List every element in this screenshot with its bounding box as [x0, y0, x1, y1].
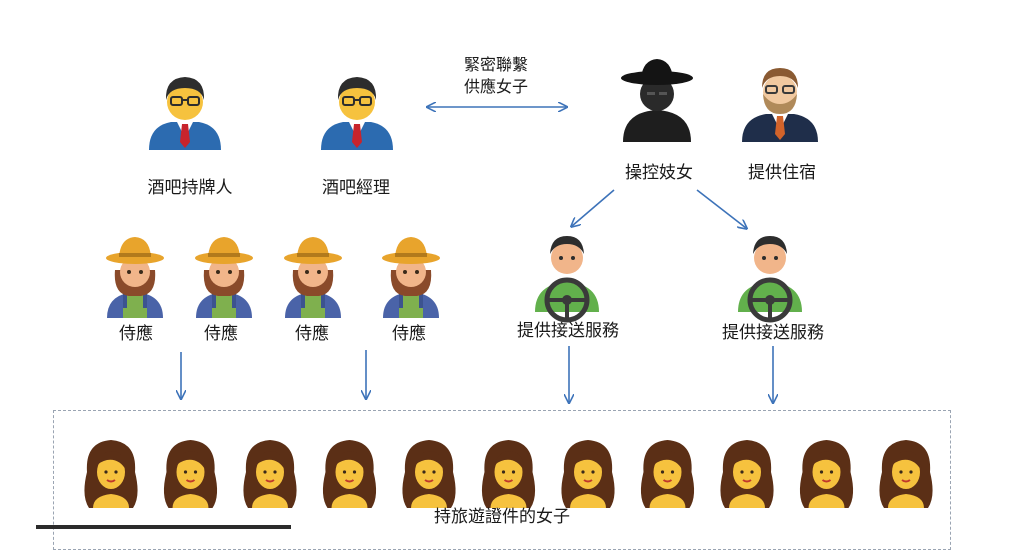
farmer-icon	[106, 237, 164, 318]
driver-icon	[738, 236, 802, 320]
women-group-label: 持旅遊證件的女子	[434, 507, 570, 527]
video-progress-bar	[36, 525, 291, 529]
farmer-icon	[284, 237, 342, 318]
link-note-line: 供應女子	[463, 77, 529, 96]
businessman-icon	[148, 76, 222, 151]
arrow-pimp-to-driver-left	[572, 189, 615, 226]
hooded-figure-icon	[621, 59, 693, 142]
link-note-line: 緊密聯繫	[463, 55, 529, 74]
waiter-label: 侍應	[392, 324, 426, 344]
role-label-pimp: 操控妓女	[625, 163, 693, 183]
waiter-label: 侍應	[204, 324, 238, 344]
farmer-icon	[382, 237, 440, 318]
women-group-box	[53, 410, 951, 550]
role-label-bar-manager: 酒吧經理	[322, 178, 390, 198]
link-note: 緊密聯繫 供應女子	[464, 54, 528, 98]
driver-label: 提供接送服務	[517, 321, 619, 341]
waiter-label: 侍應	[295, 324, 329, 344]
role-label-bar-licensee: 酒吧持牌人	[147, 178, 233, 198]
waiter-label: 侍應	[119, 324, 153, 344]
businessman-icon	[320, 76, 394, 151]
role-label-lodging: 提供住宿	[748, 163, 816, 183]
driver-icon	[535, 236, 599, 320]
driver-label: 提供接送服務	[722, 323, 824, 343]
farmer-icon	[195, 237, 253, 318]
bearded-man-icon	[741, 67, 819, 143]
arrow-pimp-to-driver-right	[696, 189, 746, 228]
diagram-canvas	[83, 59, 934, 509]
